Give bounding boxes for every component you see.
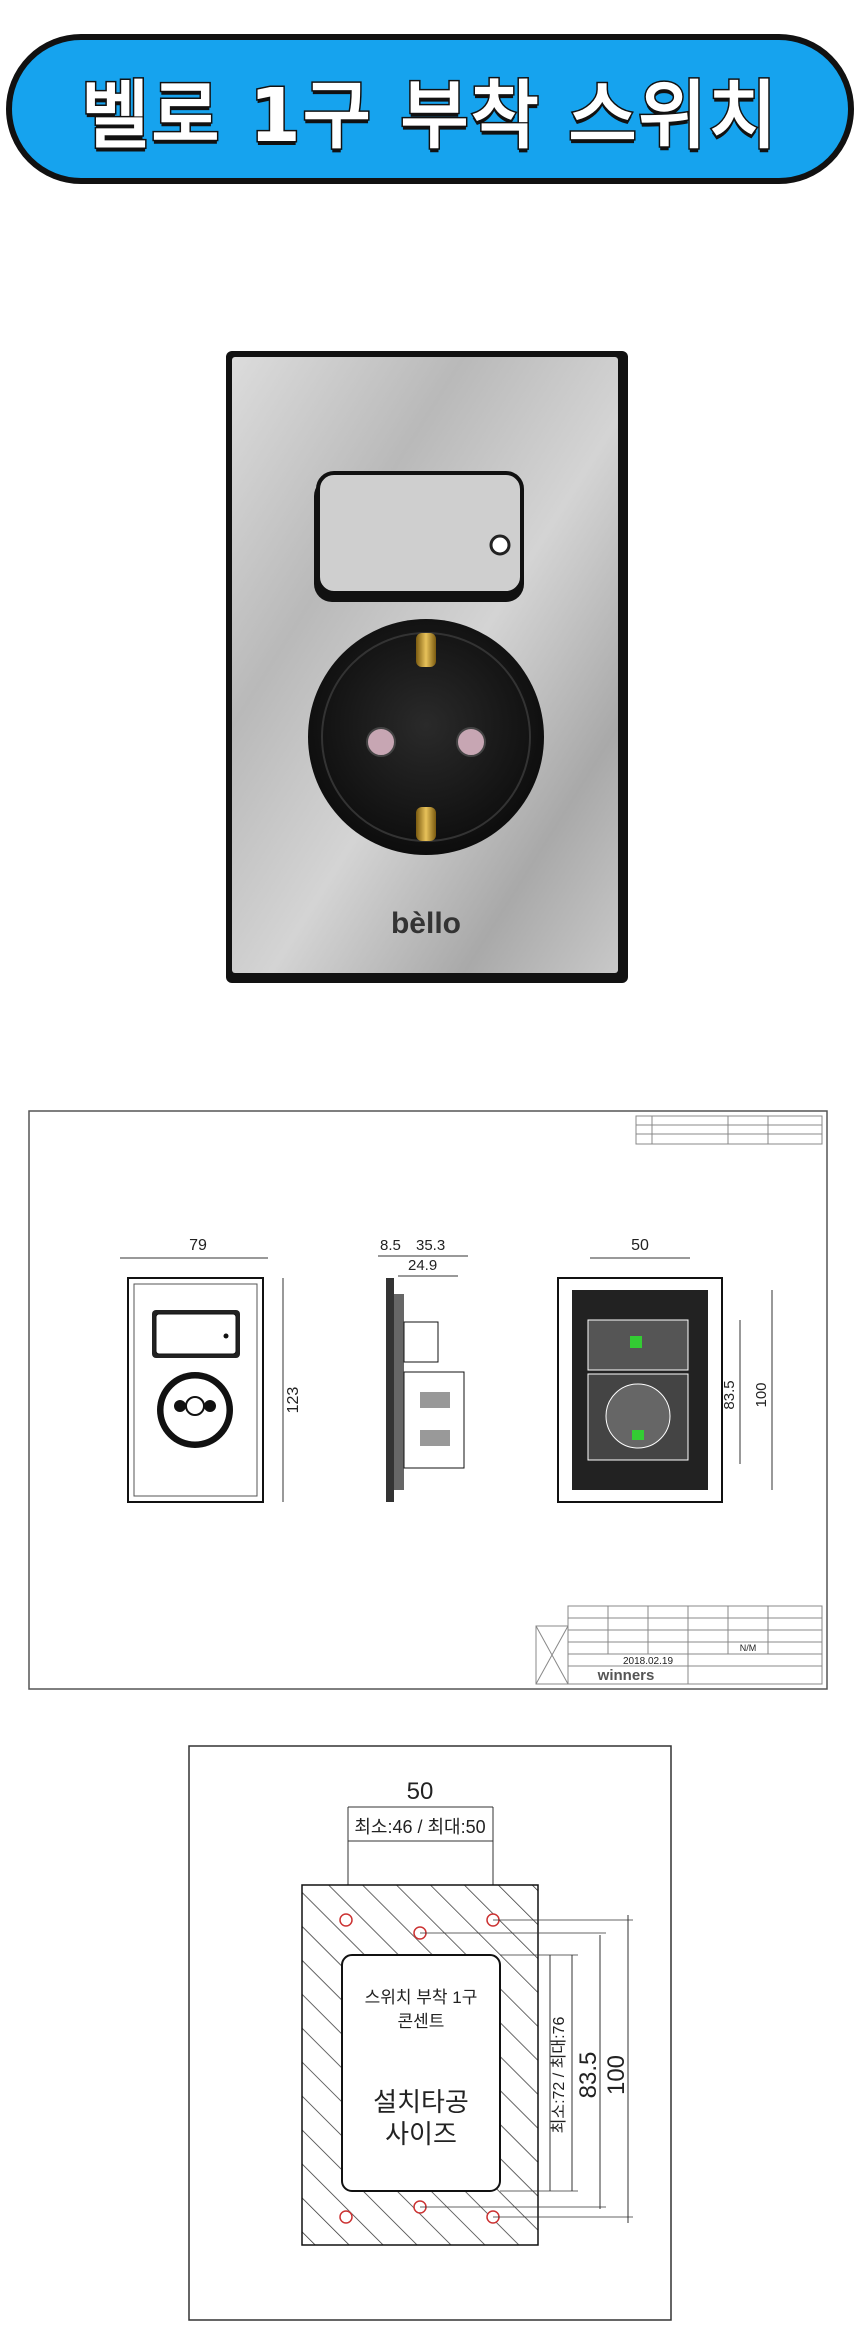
side-view: 8.5 35.3 24.9 [378, 1237, 468, 1502]
ground-clip-top [416, 633, 436, 667]
title-banner: 벨로 1구 부착 스위치 [6, 34, 854, 184]
dim-d6: 100 [753, 1382, 770, 1407]
rocker-switch[interactable] [316, 471, 524, 595]
dim-d5: 83.5 [721, 1380, 738, 1409]
dim-height: 123 [285, 1387, 302, 1414]
product-image: bèllo [226, 351, 628, 983]
socket-pin-hole-left [366, 727, 396, 757]
socket-pin-hole-right [456, 727, 486, 757]
label-line4: 사이즈 [385, 2119, 457, 2149]
dim-100: 100 [603, 2055, 630, 2095]
label-line3: 설치타공 [373, 2087, 469, 2117]
dim-835: 83.5 [575, 2052, 602, 2099]
front-view: 79 123 [120, 1237, 302, 1503]
ground-clip-bottom [416, 807, 436, 841]
dim-d3: 24.9 [408, 1257, 437, 1274]
brand-logo: bèllo [391, 907, 461, 940]
rear-view: 50 83.5 100 [557, 1237, 773, 1503]
side-range: 최소:72 / 최대:76 [550, 2017, 568, 2134]
winners-logo: winners [597, 1667, 655, 1684]
scale-value: N/M [740, 1643, 757, 1653]
technical-drawing: 79 123 8.5 35.3 24.9 50 [28, 1110, 828, 1690]
dim-d4: 50 [631, 1237, 649, 1254]
cutout-drawing: 50 최소:46 / 최대:50 스위치 부착 1구 콘센트 설치타공 사이즈 … [188, 1745, 672, 2321]
top-range: 최소:46 / 최대:50 [354, 1817, 485, 1837]
banner-title: 벨로 1구 부착 스위치 [80, 71, 779, 160]
dim-d1: 8.5 [380, 1237, 401, 1254]
indicator-icon [489, 534, 511, 556]
label-line2: 콘센트 [398, 2012, 445, 2031]
label-line1: 스위치 부착 1구 [365, 1988, 478, 2007]
dim-d2: 35.3 [416, 1237, 445, 1254]
socket [308, 619, 544, 855]
dim-width: 79 [189, 1237, 207, 1254]
title-block [535, 1605, 823, 1685]
cutout-hole [341, 1954, 501, 2192]
drawing-date: 2018.02.19 [623, 1656, 673, 1667]
top-dim: 50 [407, 1778, 434, 1805]
revision-block [635, 1115, 823, 1145]
